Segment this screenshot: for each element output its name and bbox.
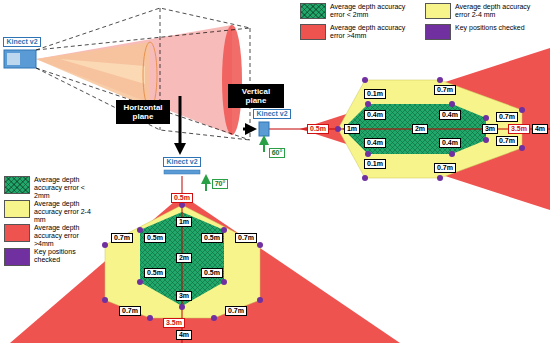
legend-swatch bbox=[300, 24, 326, 40]
distance-tag: 4m bbox=[532, 124, 548, 134]
distance-tag: 1m bbox=[176, 217, 192, 227]
distance-tag: 3m bbox=[482, 124, 498, 134]
distance-tag: 2m bbox=[412, 124, 428, 134]
legend-text: Average depth accuracy error >4mm bbox=[330, 24, 419, 40]
angle-tag: 70° bbox=[212, 179, 229, 189]
distance-tag: 0.7m bbox=[235, 233, 257, 243]
legend-swatch bbox=[4, 200, 30, 218]
angle-tag: 60° bbox=[269, 148, 286, 158]
distance-tag: 0.5m bbox=[201, 233, 223, 243]
distance-tag: 0.7m bbox=[434, 163, 456, 173]
distance-tag: 0.5m bbox=[307, 124, 329, 134]
legend-text: Average depth accuracy error >4mm bbox=[34, 224, 94, 248]
legend-text: Average depth accuracy error < 2mm bbox=[34, 176, 94, 200]
distance-tag: 0.7m bbox=[111, 233, 133, 243]
distance-tag: 0.4m bbox=[364, 110, 386, 120]
legend-swatch bbox=[425, 3, 451, 19]
sensor-name: Kinect v2 bbox=[3, 37, 40, 47]
distance-tag: 0.1m bbox=[364, 89, 386, 99]
legend-text: Key positions checked bbox=[34, 248, 94, 264]
plane-label-box: Horizontal plane bbox=[116, 100, 170, 124]
plane-label: Horizontal plane bbox=[119, 103, 167, 121]
legend-text: Average depth accuracy error 2-4 mm bbox=[455, 3, 547, 19]
sensor-name: Kinect v2 bbox=[163, 157, 200, 167]
sensor-name: Kinect v2 bbox=[253, 109, 290, 119]
distance-tag: 0.7m bbox=[119, 306, 141, 316]
distance-tag: 0.5m bbox=[144, 268, 166, 278]
distance-tag: 0.5m bbox=[144, 233, 166, 243]
legend-swatch bbox=[4, 224, 30, 242]
distance-tag: 3.5m bbox=[508, 124, 530, 134]
distance-tag: 0.7m bbox=[496, 112, 518, 122]
distance-tag: 0.4m bbox=[439, 138, 461, 148]
distance-tag: 0.1m bbox=[364, 159, 386, 169]
distance-tag: 3.5m bbox=[163, 318, 185, 328]
distance-tag: 0.7m bbox=[225, 306, 247, 316]
legend-text: Key positions checked bbox=[455, 24, 547, 32]
distance-tag: 0.5m bbox=[201, 268, 223, 278]
plane-label: Vertical plane bbox=[231, 87, 281, 105]
distance-tag: 0.4m bbox=[439, 110, 461, 120]
plane-label-box: Vertical plane bbox=[228, 84, 284, 108]
legend-swatch bbox=[300, 3, 326, 19]
legend-swatch bbox=[425, 24, 451, 40]
distance-tag: 4m bbox=[176, 330, 192, 340]
distance-tag: 0.5m bbox=[171, 193, 193, 203]
legend-text: Average depth accuracy error 2-4 mm bbox=[34, 200, 94, 224]
legend-swatch bbox=[4, 248, 30, 266]
distance-tag: 2m bbox=[176, 253, 192, 263]
distance-tag: 0.7m bbox=[434, 85, 456, 95]
distance-tag: 0.4m bbox=[364, 138, 386, 148]
legend-swatch bbox=[4, 176, 30, 194]
distance-tag: 1m bbox=[344, 124, 360, 134]
distance-tag: 3m bbox=[176, 291, 192, 301]
distance-tag: 0.7m bbox=[496, 136, 518, 146]
legend-text: Average depth accuracy error < 2mm bbox=[330, 3, 419, 19]
